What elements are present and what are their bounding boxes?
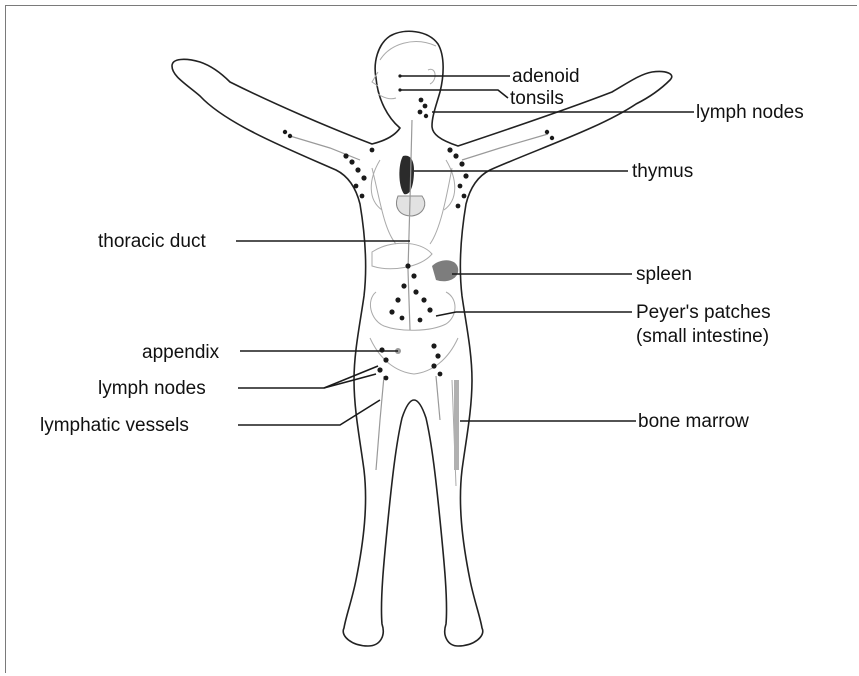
- label-lymph-nodes-upper: lymph nodes: [696, 102, 804, 123]
- label-thymus: thymus: [632, 161, 693, 182]
- label-spleen: spleen: [636, 264, 692, 285]
- heart-organ: [397, 196, 425, 216]
- label-small-intestine: (small intestine): [636, 326, 769, 347]
- label-appendix: appendix: [142, 342, 220, 363]
- label-lymphatic-vessels: lymphatic vessels: [40, 415, 189, 436]
- body-figure: [172, 31, 672, 646]
- body-outline: [172, 31, 672, 646]
- label-bone-marrow: bone marrow: [638, 411, 749, 432]
- label-thoracic-duct: thoracic duct: [98, 231, 206, 252]
- label-tonsils: tonsils: [510, 88, 564, 109]
- label-adenoid: adenoid: [512, 66, 580, 87]
- bone-marrow-region: [454, 380, 459, 470]
- label-peyers-patches: Peyer's patches: [636, 302, 771, 323]
- label-lymph-nodes-lower: lymph nodes: [98, 378, 206, 399]
